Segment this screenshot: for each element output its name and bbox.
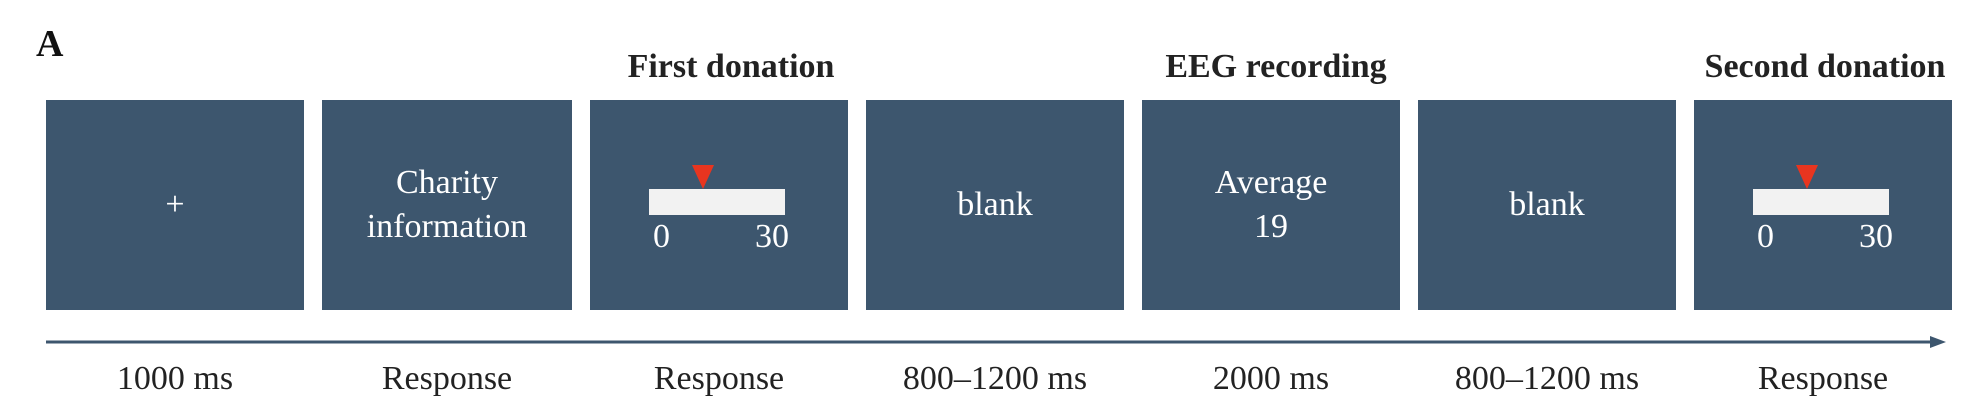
blank-label: blank: [957, 186, 1033, 223]
donation-slider-2: 0 30: [1753, 145, 1893, 265]
average-label: Average: [1214, 164, 1328, 201]
slider-bar: [1753, 189, 1889, 215]
panel-label: A: [36, 23, 64, 65]
slider-pointer: [1796, 165, 1819, 189]
duration-label: Response: [1757, 360, 1889, 397]
screen-blank-2: blank: [1418, 100, 1676, 310]
blank-label: blank: [1509, 186, 1585, 223]
screen-blank-1: blank: [866, 100, 1124, 310]
timeline-arrow: [46, 336, 1946, 348]
average-value: 19: [1254, 208, 1288, 245]
screen-second-donation: 0 30: [1694, 100, 1952, 310]
screen-charity-information: Charity information: [322, 100, 572, 310]
screen-fixation: +: [46, 100, 304, 310]
charity-line-1: Charity: [396, 164, 498, 201]
donation-slider-1: 0 30: [649, 145, 789, 265]
slider-min-label: 0: [653, 218, 670, 255]
charity-line-2: information: [366, 208, 528, 245]
fixation-cross: +: [165, 186, 185, 223]
duration-label: Response: [653, 360, 785, 397]
header-eeg-recording: EEG recording: [1165, 48, 1387, 85]
slider-bar: [649, 189, 785, 215]
header-second-donation: Second donation: [1704, 48, 1946, 85]
slider-max-label: 30: [755, 218, 789, 255]
slider-max-label: 30: [1859, 218, 1893, 255]
duration-label: 800–1200 ms: [1454, 360, 1640, 397]
duration-label: 1000 ms: [116, 360, 234, 397]
header-first-donation: First donation: [627, 48, 835, 85]
duration-label: 2000 ms: [1212, 360, 1330, 397]
screen-average: Average 19: [1142, 100, 1400, 310]
slider-pointer: [692, 165, 715, 189]
duration-label: Response: [381, 360, 513, 397]
screen-first-donation: 0 30: [590, 100, 848, 310]
slider-min-label: 0: [1757, 218, 1774, 255]
arrowhead-icon: [1930, 336, 1946, 348]
duration-label: 800–1200 ms: [902, 360, 1088, 397]
